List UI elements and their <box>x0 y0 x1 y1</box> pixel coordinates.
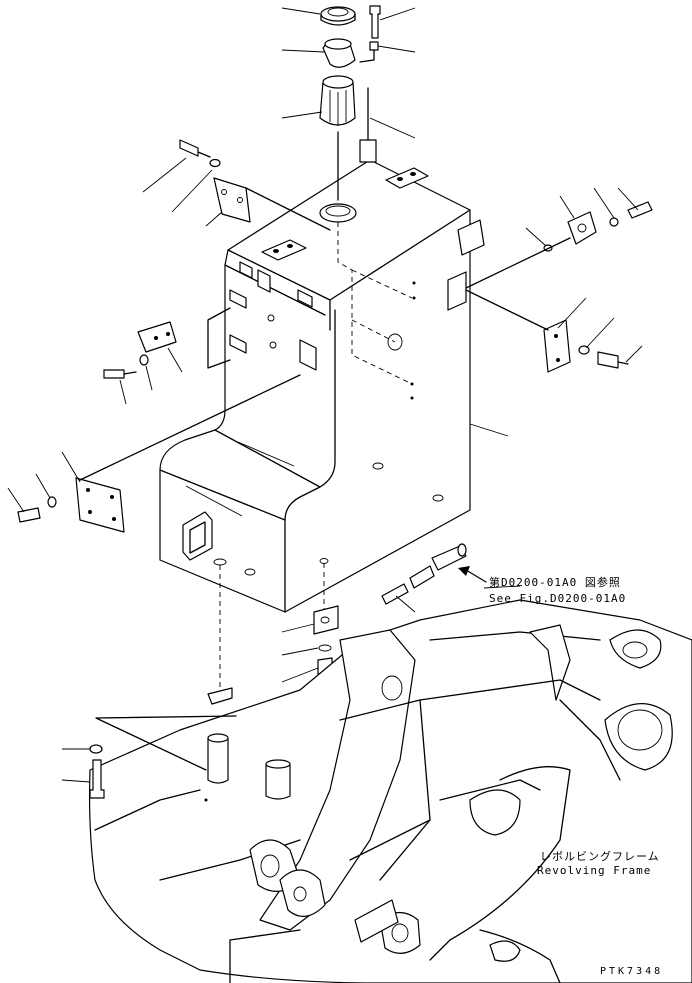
leader-lines <box>7 7 643 783</box>
right-mounting-parts <box>465 201 653 373</box>
reference-jp-label: 第D0200-01A0 図参照 <box>489 576 621 589</box>
reference-en-label: See Fig.D0200-01A0 <box>489 592 627 605</box>
filler-cap-assembly <box>319 5 381 201</box>
drawing-code: PTK7348 <box>600 966 664 977</box>
frame-jp-label: レボルビングフレーム <box>540 850 660 863</box>
tank-mount-hardware <box>89 687 291 802</box>
revolving-frame <box>88 599 692 983</box>
drain-valve <box>313 543 487 675</box>
fuel-tank <box>159 159 485 613</box>
left-mounting-parts <box>17 139 331 533</box>
frame-en-label: Revolving Frame <box>537 864 652 877</box>
